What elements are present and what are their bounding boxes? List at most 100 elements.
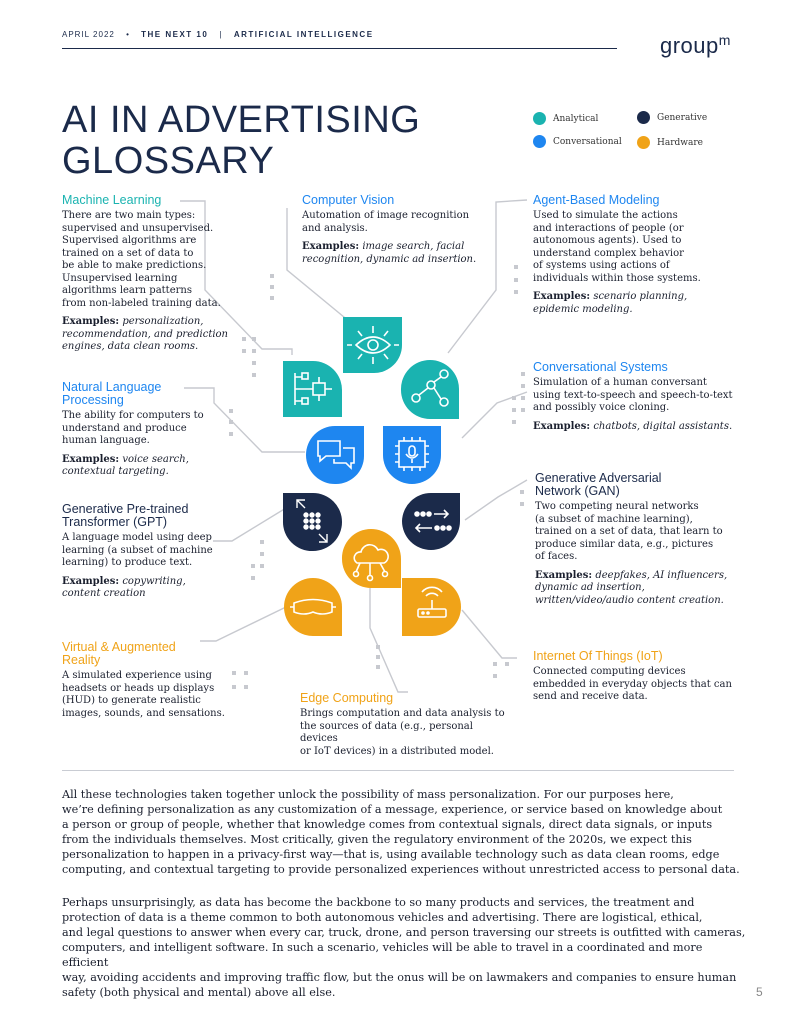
examples-label: Examples: — [62, 453, 120, 465]
header-bullet: • — [126, 30, 130, 39]
entry-iot-desc: Connected computing devices embedded in … — [533, 666, 732, 702]
dots-arrows-icon — [296, 499, 328, 543]
title-line-2: GLOSSARY — [62, 140, 275, 182]
entry-edge-title: Edge Computing — [300, 691, 394, 705]
page-number: 5 — [756, 985, 763, 999]
entry-computer-vision-examples: Examples: image search, facial recogniti… — [302, 241, 502, 266]
gan-tile — [402, 493, 460, 550]
header-rule — [62, 48, 617, 49]
page-header: APRIL 2022 • THE NEXT 10 | ARTIFICIAL IN… — [62, 30, 374, 39]
examples-text: image search, facial recognition, dynami… — [302, 241, 477, 265]
body-paragraph-2: Perhaps unsurprisingly, as data has beco… — [62, 896, 746, 999]
logo-sup: m — [718, 32, 731, 48]
entry-gan: Generative Adversarial Network (GAN) Two… — [535, 472, 745, 607]
entry-computer-vision: Computer Vision Automation of image reco… — [302, 194, 502, 266]
entry-machine-learning-examples: Examples: personalization, recommendatio… — [62, 316, 242, 354]
legend-hardware-dot — [637, 136, 650, 149]
wifi-router-icon — [417, 586, 447, 618]
entry-vr-desc: A simulated experience using headsets or… — [62, 670, 225, 719]
examples-label: Examples: — [535, 569, 593, 581]
gpt-tile — [282, 493, 342, 552]
examples-text: copywriting, content creation — [62, 575, 186, 600]
microphone-chip-icon — [395, 437, 429, 471]
entry-gan-desc: Two competing neural networks (a subset … — [535, 501, 723, 562]
entry-nlp-title: Natural Language Processing — [62, 380, 162, 407]
entry-conversational: Conversational Systems Simulation of a h… — [533, 361, 748, 433]
examples-text: personalization, recommendation, and pre… — [62, 316, 229, 352]
cloud-network-icon — [352, 544, 389, 582]
entry-nlp-examples: Examples: voice search, contextual targe… — [62, 454, 237, 479]
title-line-1: AI IN ADVERTISING — [62, 99, 421, 141]
logo-text: group — [660, 33, 719, 58]
legend-hardware-label: Hardware — [657, 137, 703, 148]
entry-machine-learning-title: Machine Learning — [62, 193, 162, 207]
examples-text: deepfakes, AI influencers, dynamic ad in… — [535, 569, 728, 606]
entry-vr-title: Virtual & Augmented Reality — [62, 640, 176, 667]
connector-iot — [461, 609, 517, 659]
chat-bubbles-icon — [317, 440, 355, 470]
entry-conversational-examples: Examples: chatbots, digital assistants. — [533, 421, 748, 434]
connector-conversational — [461, 391, 528, 439]
entry-agent-based-desc: Used to simulate the actions and interac… — [533, 210, 701, 284]
entry-agent-based-examples: Examples: scenario planning, epidemic mo… — [533, 291, 743, 316]
header-topic: ARTIFICIAL INTELLIGENCE — [233, 30, 374, 39]
entry-gpt-desc: A language model using deep learning (a … — [62, 532, 213, 568]
entry-gan-examples: Examples: deepfakes, AI influencers, dyn… — [535, 570, 745, 608]
entry-edge-desc: Brings computation and data analysis to … — [300, 708, 505, 757]
eye-circuit-icon — [347, 326, 399, 364]
legend-conversational-label: Conversational — [553, 136, 622, 147]
page-title: AI IN ADVERTISING GLOSSARY — [62, 100, 420, 182]
examples-label: Examples: — [62, 316, 120, 327]
body-paragraph-1: All these technologies taken together un… — [62, 788, 740, 876]
examples-text: chatbots, digital assistants. — [593, 420, 733, 432]
examples-label: Examples: — [533, 420, 591, 432]
legend-analytical-label: Analytical — [553, 113, 599, 124]
entry-conversational-desc: Simulation of a human conversant using t… — [533, 377, 733, 413]
entry-gan-title: Generative Adversarial Network (GAN) — [535, 471, 662, 498]
conversational-tile — [383, 426, 441, 484]
legend-conversational: Conversational — [533, 135, 622, 148]
entry-iot-title: Internet Of Things (IoT) — [533, 649, 663, 663]
vr-headset-icon — [290, 598, 336, 615]
agent-based-tile — [400, 360, 459, 419]
nlp-tile — [306, 426, 364, 485]
examples-label: Examples: — [533, 291, 591, 302]
entry-agent-based: Agent-Based Modeling Used to simulate th… — [533, 194, 743, 316]
connector-gan — [464, 479, 528, 521]
edge-tile — [341, 529, 401, 588]
entry-agent-based-title: Agent-Based Modeling — [533, 193, 660, 207]
entry-iot: Internet Of Things (IoT) Connected compu… — [533, 650, 743, 704]
network-nodes-icon — [411, 369, 449, 407]
entry-machine-learning-desc: There are two main types: supervised and… — [62, 210, 221, 309]
entry-computer-vision-desc: Automation of image recognition and anal… — [302, 210, 470, 234]
entry-edge: Edge Computing Brings computation and da… — [300, 692, 510, 758]
examples-text: scenario planning, epidemic modeling. — [533, 291, 688, 315]
header-series: THE NEXT 10 — [141, 30, 209, 39]
legend-generative: Generative — [637, 111, 707, 124]
entry-nlp: Natural Language Processing The ability … — [62, 381, 237, 479]
legend-analytical-dot — [533, 112, 546, 125]
chip-flowchart-icon — [294, 372, 332, 405]
entry-vr: Virtual & Augmented Reality A simulated … — [62, 641, 242, 720]
examples-text: voice search, contextual targeting. — [62, 453, 189, 478]
legend-generative-label: Generative — [657, 112, 708, 123]
entry-gpt: Generative Pre-trained Transformer (GPT)… — [62, 503, 247, 601]
exchange-arrows-icon — [414, 509, 452, 533]
entry-nlp-desc: The ability for computers to understand … — [62, 410, 204, 446]
section-divider — [62, 770, 734, 771]
examples-label: Examples: — [62, 575, 120, 587]
entry-computer-vision-title: Computer Vision — [302, 193, 395, 207]
header-divider: | — [219, 30, 223, 39]
legend-analytical: Analytical — [533, 112, 598, 125]
machine-learning-tile — [283, 361, 342, 417]
legend-conversational-dot — [533, 135, 546, 148]
entry-conversational-title: Conversational Systems — [533, 360, 668, 374]
entry-gpt-examples: Examples: copywriting, content creation — [62, 576, 247, 601]
entry-gpt-title: Generative Pre-trained Transformer (GPT) — [62, 502, 189, 529]
connector-vr — [200, 606, 287, 642]
groupm-logo: groupm — [660, 32, 731, 59]
legend-generative-dot — [637, 111, 650, 124]
header-date: APRIL 2022 — [62, 30, 115, 39]
entry-machine-learning: Machine Learning There are two main type… — [62, 194, 242, 354]
